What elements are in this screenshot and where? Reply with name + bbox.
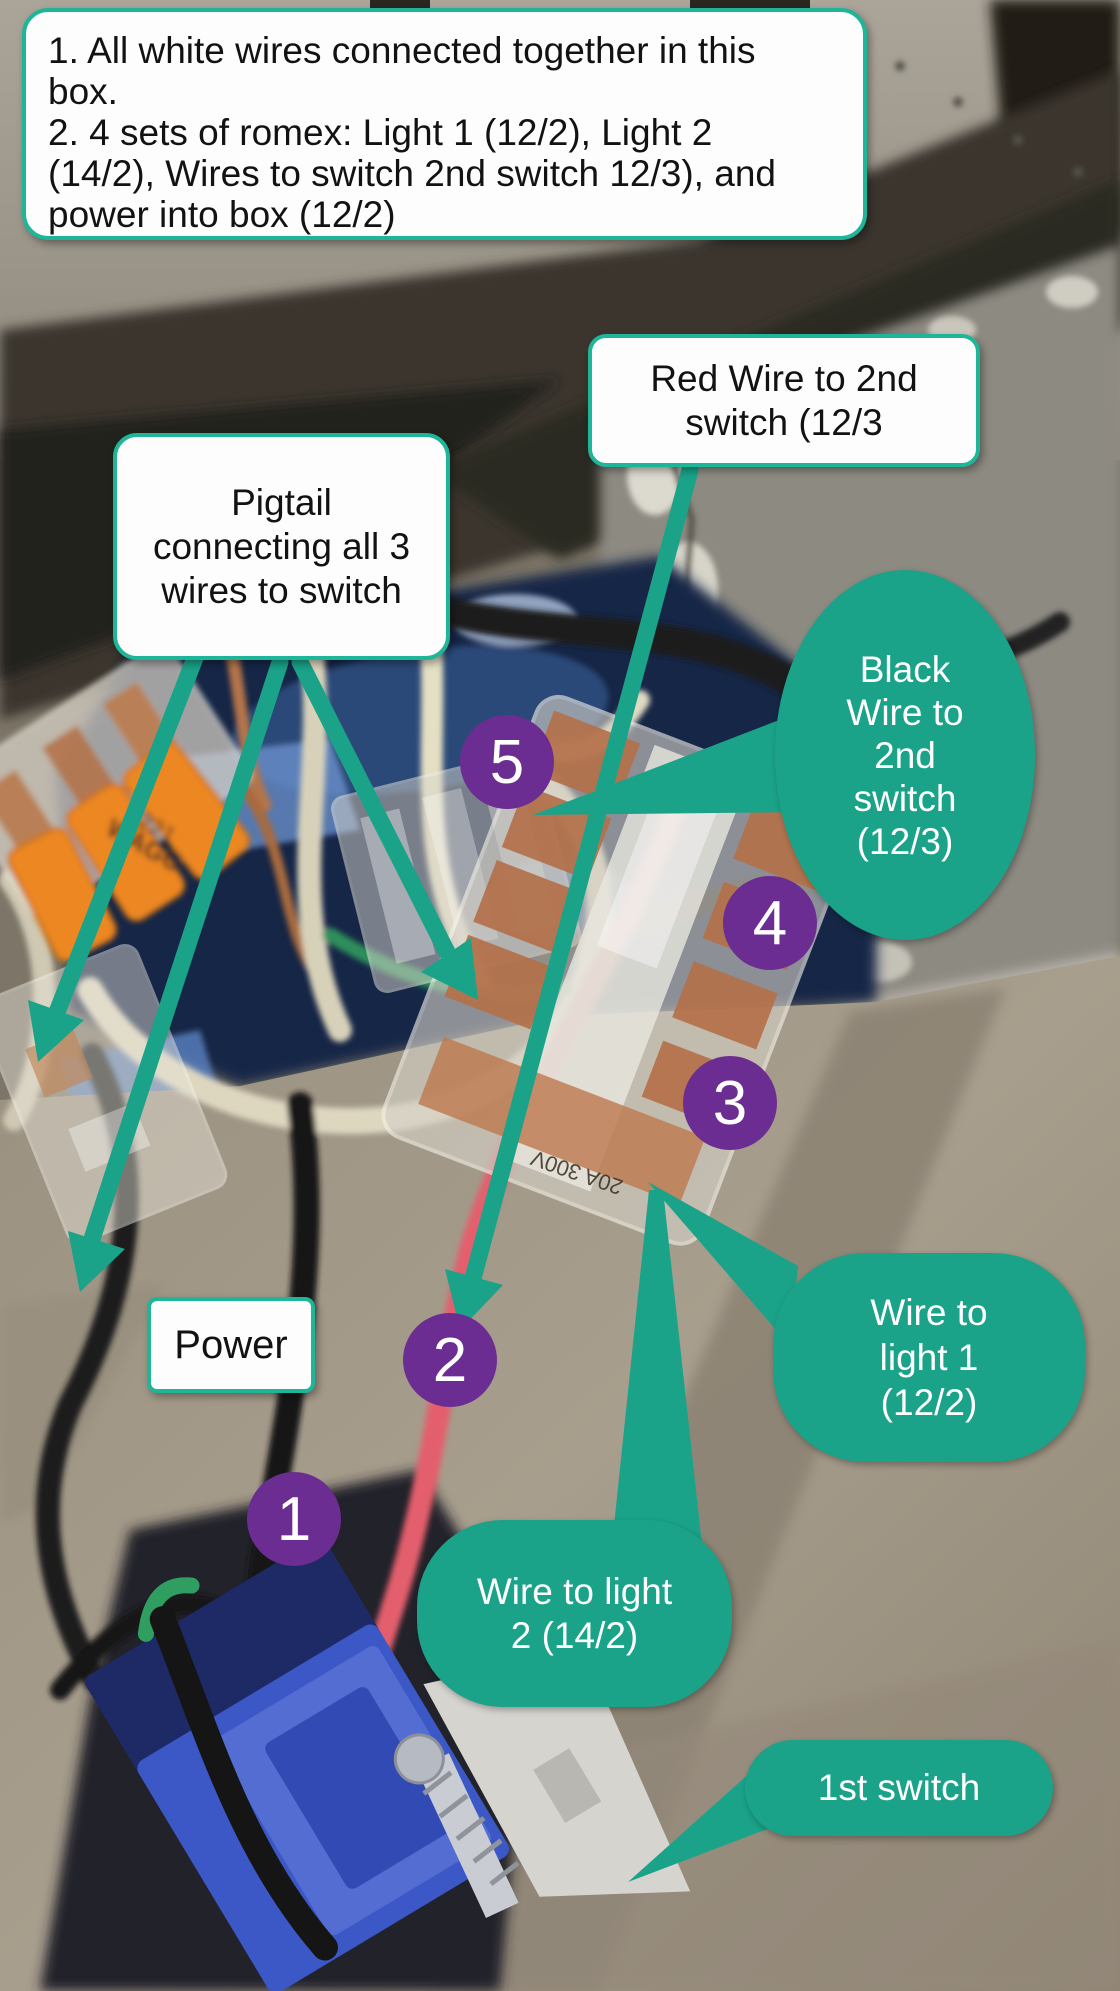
callout-black-wire-text: Black Wire to 2nd switch (12/3) (846, 648, 964, 862)
arrowhead-left-wire (28, 1000, 84, 1062)
photo-switch-screw (393, 1733, 520, 1918)
callout-red-wire-text: Red Wire to 2nd switch (12/3 (650, 357, 918, 443)
marker-3-number: 3 (712, 1068, 748, 1138)
callout-red-wire: Red Wire to 2nd switch (12/3 (588, 334, 980, 467)
arrowhead-center-splice (421, 938, 478, 1000)
leader-pigtail-to-power-wire (81, 653, 289, 1254)
callout-black-wire: Black Wire to 2nd switch (12/3) (775, 570, 1035, 940)
callout-pigtail-text: Pigtail connecting all 3 wires to switch (152, 481, 411, 611)
marker-2: 2 (403, 1313, 497, 1407)
leader-pigtail-to-left-wire (43, 649, 204, 1034)
marker-5: 5 (460, 715, 554, 809)
photo-switch (85, 1538, 691, 1991)
tail-light2-bubble (612, 1190, 702, 1545)
callout-wire-light1-text: Wire to light 1 (12/2) (870, 1292, 988, 1423)
arrowhead-power-wire (68, 1231, 125, 1292)
callout-power: Power (147, 1297, 315, 1393)
marker-5-number: 5 (489, 727, 525, 797)
callout-pigtail: Pigtail connecting all 3 wires to switch (113, 433, 450, 660)
tail-black-wire-bubble (533, 712, 806, 815)
leader-pigtail-to-center-splice (291, 653, 461, 971)
marker-1-number: 1 (276, 1484, 312, 1554)
leader-redwire-to-red-wire (463, 461, 699, 1291)
callout-first-switch: 1st switch (745, 1740, 1053, 1836)
note-summary-text: 1. All white wires connected together in… (48, 30, 776, 235)
callout-wire-light2-text: Wire to light 2 (14/2) (476, 1570, 673, 1656)
tail-first-switch-bubble (628, 1770, 770, 1882)
marker-4: 4 (723, 876, 817, 970)
callout-first-switch-text: 1st switch (817, 1767, 981, 1808)
marker-1: 1 (247, 1472, 341, 1566)
marker-3: 3 (683, 1056, 777, 1150)
tail-light1-bubble (648, 1182, 798, 1346)
callout-wire-light2: Wire to light 2 (14/2) (417, 1520, 732, 1707)
photo-green-stub (137, 1577, 200, 1642)
marker-4-number: 4 (752, 888, 788, 958)
marker-2-number: 2 (432, 1325, 468, 1395)
note-summary: 1. All white wires connected together in… (22, 8, 867, 240)
callout-wire-light1: Wire to light 1 (12/2) (773, 1253, 1085, 1462)
photo-white-wire3 (0, 869, 56, 1131)
callout-power-text: Power (174, 1322, 288, 1367)
photo-black-wire-over-switch (149, 1606, 338, 1961)
